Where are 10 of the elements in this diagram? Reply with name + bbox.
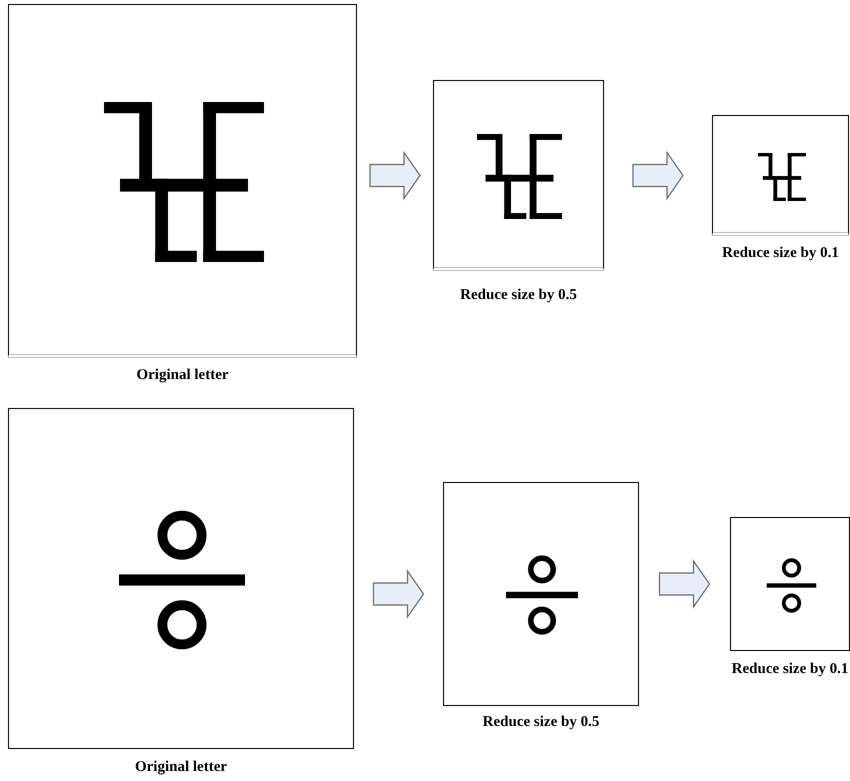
block-arrow: [632, 150, 684, 200]
image-caption: Original letter: [135, 366, 230, 385]
image-caption: Original letter: [134, 758, 228, 777]
image-caption: Reduce size by 0.5: [459, 286, 578, 305]
block-arrow: [372, 569, 424, 619]
image-caption: Reduce size by 0.1: [730, 660, 850, 679]
image-caption: Reduce size by 0.5: [482, 713, 600, 732]
image-caption: Reduce size by 0.1: [721, 244, 840, 263]
block-arrow: [369, 150, 421, 200]
block-arrow: [658, 559, 710, 609]
